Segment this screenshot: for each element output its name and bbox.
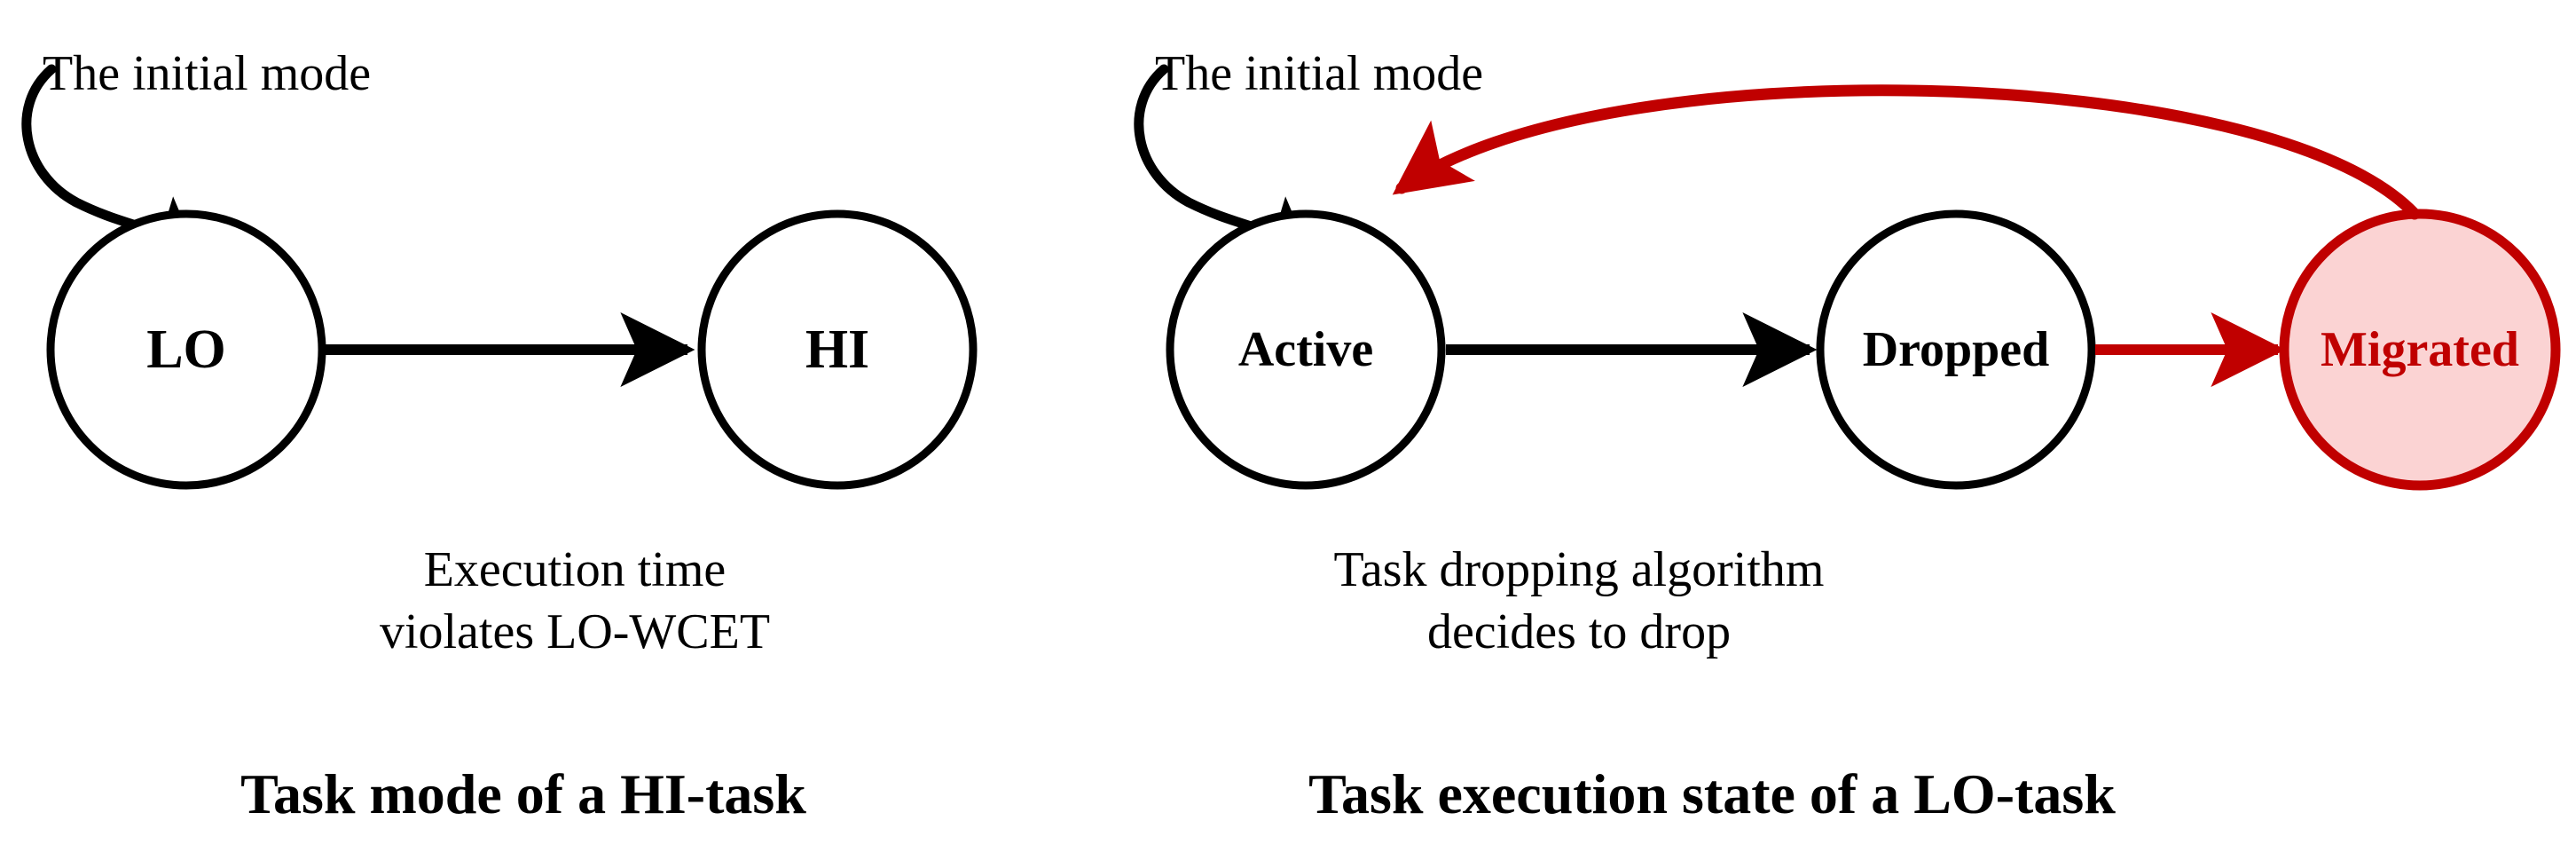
transition-migrated-to-active xyxy=(1392,84,2421,220)
node-active-label: Active xyxy=(1238,322,1373,377)
left-panel-group: The initial mode LO HI Execution time vi… xyxy=(21,46,978,825)
node-lo-label: LO xyxy=(146,320,226,380)
node-hi-label: HI xyxy=(805,320,869,380)
left-transition-label-line1: Execution time xyxy=(424,542,726,597)
initial-mode-label-left: The initial mode xyxy=(43,46,371,101)
left-panel-caption: Task mode of a HI-task xyxy=(240,762,806,825)
initial-mode-label-right: The initial mode xyxy=(1155,46,1483,101)
left-transition-label-line2: violates LO-WCET xyxy=(380,604,770,659)
node-dropped-circle[interactable] xyxy=(1816,209,2096,490)
node-lo-circle[interactable] xyxy=(46,209,326,490)
right-transition-label-line2: decides to drop xyxy=(1427,604,1731,659)
right-panel-caption: Task execution state of a LO-task xyxy=(1308,762,2116,825)
node-migrated-label: Migrated xyxy=(2321,322,2519,377)
right-transition-label-line1: Task dropping algorithm xyxy=(1334,542,1825,597)
node-dropped-label: Dropped xyxy=(1863,322,2050,377)
right-panel-group: The initial mode Active Dropped Migrated… xyxy=(1134,46,2561,825)
node-hi-circle[interactable] xyxy=(697,209,978,490)
node-active-circle[interactable] xyxy=(1166,209,1446,490)
